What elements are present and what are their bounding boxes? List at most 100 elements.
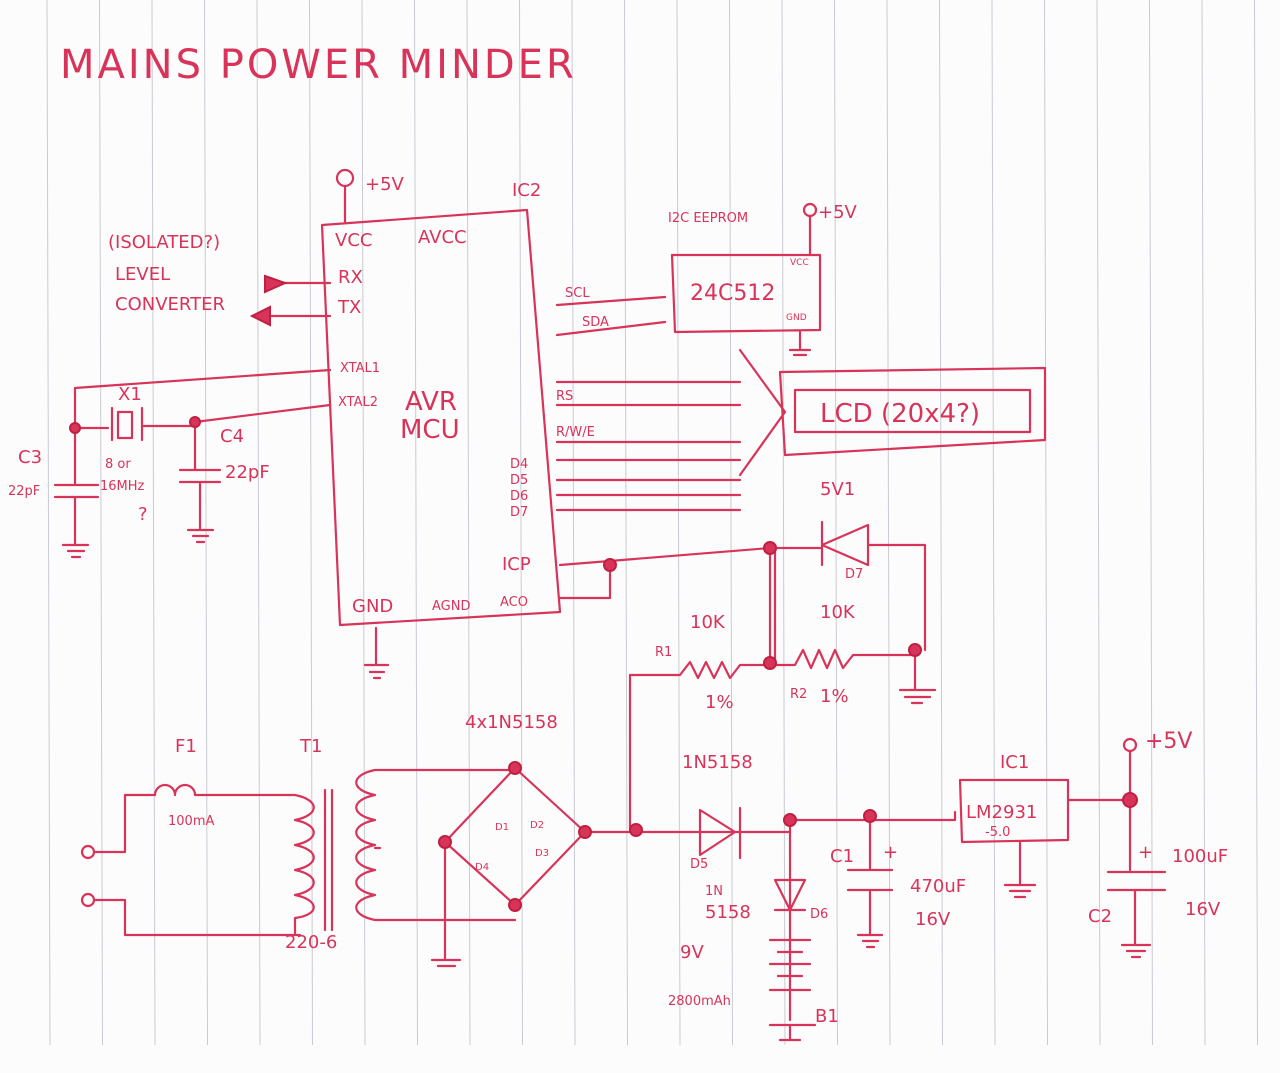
lcd-bus: LCD (20x4?) [555, 348, 1047, 512]
f1-ref: F1 [175, 736, 197, 757]
supply-terminal-icon [335, 168, 355, 188]
pin-gnd: GND [352, 596, 393, 617]
r1-ref: R1 [655, 645, 672, 660]
pin-agnd: AGND [432, 599, 470, 614]
c2-voltage: 16V [1185, 899, 1221, 920]
paper-rule-line [361, 0, 366, 1046]
paper-rules [46, 0, 1258, 1046]
c1-ref: C1 [830, 846, 854, 867]
d5-ref: D5 [690, 857, 708, 872]
paper-rule-line [46, 0, 51, 1046]
d6-part-2: 5158 [705, 902, 751, 923]
paper-rule-line [729, 0, 733, 1046]
x1-freq: 8 or [105, 457, 131, 472]
eeprom-label: I2C EEPROM [668, 211, 748, 226]
paper-rule-line [256, 0, 261, 1046]
pin-vcc: VCC [335, 230, 372, 251]
ic1-part-2: -5.0 [985, 825, 1010, 840]
r2-value: 10K [820, 602, 856, 623]
output-label: +5V [1145, 729, 1192, 754]
f1-value: 100mA [168, 814, 214, 829]
d2-ref: D2 [530, 820, 544, 831]
pin-xtal1: XTAL1 [340, 361, 380, 376]
pin-d6: D6 [510, 489, 528, 504]
c1-value: 470uF [910, 876, 966, 897]
battery-voltage: 9V [680, 942, 704, 963]
level-converter: (ISOLATED?) LEVEL CONVERTER [108, 232, 332, 327]
paper-rule-line [466, 0, 471, 1046]
paper-rule-line [1201, 0, 1206, 1046]
paper-rule-line [204, 0, 208, 1046]
pin-rs: RS [556, 389, 573, 404]
lc-label-2: CONVERTER [115, 294, 225, 315]
ic1-ref: IC1 [1000, 752, 1029, 773]
mcu-name-2: MCU [400, 415, 460, 445]
paper-rule-line [1044, 0, 1048, 1046]
c2-polarity: + [1138, 842, 1153, 863]
t1-ref: T1 [299, 736, 322, 757]
eeprom-gnd: GND [786, 313, 807, 323]
c1-polarity: + [883, 842, 898, 863]
arrow-icon [249, 274, 288, 327]
pin-icp: ICP [502, 554, 531, 575]
r1-tolerance: 1% [705, 692, 734, 713]
d5-part: 1N5158 [682, 752, 753, 773]
mcu-name: AVR [405, 387, 457, 417]
sheet-title: MAINS POWER MINDER [60, 42, 577, 88]
d3-ref: D3 [535, 848, 549, 859]
pin-sda: SDA [582, 315, 609, 330]
c4-ref: C4 [220, 426, 244, 447]
eeprom-vcc: VCC [790, 258, 809, 268]
x1-freq-2: 16MHz [100, 479, 145, 494]
paper-rule-line [886, 0, 891, 1046]
d1-ref: D1 [495, 822, 509, 833]
supply-terminal-icon [1122, 737, 1138, 753]
c3-ref: C3 [18, 447, 42, 468]
d6-part: 1N [705, 884, 723, 899]
mcu-ic2: +5V IC2 VCC AVCC RX TX XTAL1 XTAL2 AVR M… [320, 168, 609, 680]
paper-rule-line [781, 0, 786, 1046]
paper-rule-line [1149, 0, 1153, 1046]
zener-value: 5V1 [820, 479, 855, 500]
pin-scl: SCL [565, 286, 590, 301]
zener-ref: D7 [845, 567, 863, 582]
paper-rule-line [571, 0, 576, 1046]
x1-note: ? [138, 504, 148, 525]
pin-xtal2: XTAL2 [338, 395, 378, 410]
paper-rule-line [1096, 0, 1101, 1046]
power-supply: F1 100mA T1 220-6 4x1N5158 D1 D2 D3 D4 1… [80, 712, 1228, 1042]
paper-rule-line [1254, 0, 1258, 1046]
paper-rule-line [309, 0, 313, 1046]
paper-rule-line [99, 0, 103, 1046]
pin-d5: D5 [510, 473, 528, 488]
pin-d4: D4 [510, 457, 528, 472]
lc-label: LEVEL [115, 264, 170, 285]
eeprom-part: 24C512 [690, 281, 775, 306]
c2-value: 100uF [1172, 846, 1228, 867]
d4-ref: D4 [475, 862, 489, 873]
ic1-part: LM2931 [966, 802, 1037, 823]
t1-value: 220-6 [285, 932, 337, 953]
eeprom-supply: +5V [818, 202, 858, 223]
paper-rule-line [939, 0, 943, 1046]
eeprom: I2C EEPROM +5V 24C512 VCC GND [555, 202, 858, 357]
r1-value: 10K [690, 612, 726, 633]
lc-note: (ISOLATED?) [108, 232, 220, 253]
mcu-ref: IC2 [512, 180, 541, 201]
pin-rwe: R/W/E [556, 425, 595, 440]
c2-ref: C2 [1088, 906, 1112, 927]
c4-value: 22pF [225, 462, 270, 483]
d6-ref: D6 [810, 907, 828, 922]
paper-rule-line [519, 0, 523, 1046]
pin-rx: RX [338, 267, 363, 288]
paper-rule-line [151, 0, 156, 1046]
pin-aco: ACO [500, 595, 528, 610]
pin-d7: D7 [510, 505, 528, 520]
lcd-label: LCD (20x4?) [820, 399, 980, 429]
pin-avcc: AVCC [418, 227, 467, 248]
bridge-label: 4x1N5158 [465, 712, 558, 733]
paper-rule-line [624, 0, 628, 1046]
x1-ref: X1 [118, 384, 142, 405]
